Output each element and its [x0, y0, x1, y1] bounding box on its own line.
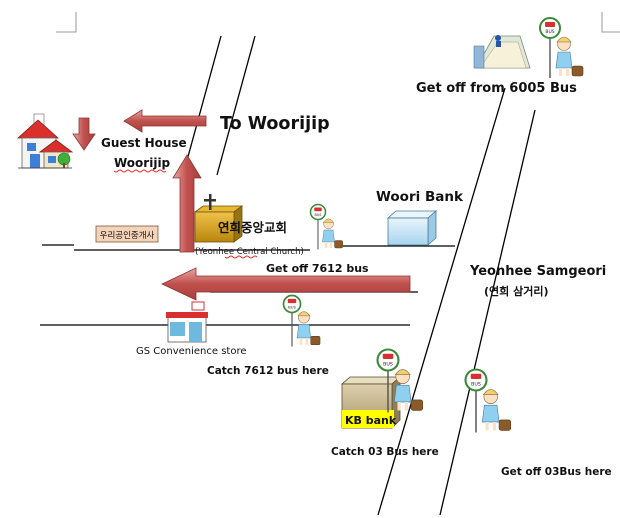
bus-sign-icon: [539, 17, 561, 39]
bus-sign-label: BUS: [383, 361, 393, 367]
road-diagonal-right-1: [377, 87, 506, 516]
house-icon: [16, 113, 74, 169]
corner-marks: [56, 12, 620, 33]
woori-bank-building: [386, 210, 438, 246]
bus-sign-label: BUS: [315, 213, 322, 217]
bus-sign-label: BUS: [545, 29, 554, 35]
label-guest-house: Guest House: [101, 136, 187, 150]
label-intersection-korean: (연희 삼거리): [484, 284, 548, 298]
label-gs-store: GS Convenience store: [136, 346, 247, 357]
realtor-sign-label: 우리공인중개사: [100, 230, 155, 241]
label-catch-03: Catch 03 Bus here: [331, 446, 439, 458]
label-intersection-english: Yeonhee Samgeori: [469, 264, 606, 279]
spell-underline-woorijip: [113, 169, 167, 173]
suitcase-icon: [571, 65, 584, 77]
bus-stop-03-catch: BUS: [376, 348, 423, 413]
suitcase-icon: [410, 399, 423, 411]
label-woori-bank: Woori Bank: [376, 189, 464, 205]
subway-station-icon: [473, 35, 531, 69]
arrow-up-from-church: [172, 154, 202, 253]
suitcase-icon: [334, 240, 343, 249]
gs-store-building: [166, 301, 208, 343]
label-get-off-7612: Get off 7612 bus: [266, 262, 369, 275]
kb-bank-building: [340, 376, 402, 429]
label-to-woorijip: To Woorijip: [220, 114, 330, 134]
bus-sign-label: BUS: [471, 381, 481, 387]
suitcase-icon: [310, 336, 321, 346]
bus-stop-7612-getoff: BUS: [309, 203, 343, 250]
label-kb-bank: KB bank: [345, 414, 397, 427]
road-diagonal-left-2: [216, 35, 256, 176]
arrow-to-woorijip: [123, 109, 207, 133]
church-cross-icon: [209, 194, 212, 210]
bus-stop-03-getoff: BUS: [464, 368, 511, 433]
bus-stop-6005: BUS: [539, 17, 584, 78]
arrow-left-7612: [161, 267, 411, 301]
realtor-sign: 우리공인중개사: [95, 225, 159, 243]
church-building: [193, 194, 244, 243]
spell-underline-church: [224, 255, 258, 259]
roads: [40, 35, 536, 516]
label-get-off-6005: Get off from 6005 Bus: [416, 81, 577, 96]
bus-sign-icon: [309, 203, 327, 221]
road-diagonal-left-1: [182, 35, 222, 176]
road-diagonal-right-2: [439, 109, 536, 516]
bus-sign-icon: [464, 368, 488, 392]
bus-stops: BUS BUS BUS BUS BUS: [282, 17, 584, 433]
label-church-english: (Yeonhee Central Church): [195, 247, 304, 257]
label-get-off-03: Get off 03Bus here: [501, 466, 612, 478]
label-woorijip: Woorijip: [114, 156, 171, 170]
bus-stop-7612-catch: BUS: [282, 294, 321, 347]
bus-sign-label: BUS: [288, 304, 296, 309]
bus-sign-icon: [376, 348, 400, 372]
suitcase-icon: [498, 419, 511, 431]
label-catch-7612: Catch 7612 bus here: [207, 365, 329, 377]
arrow-down-to-house: [72, 117, 96, 151]
label-church-korean: 연희중앙교회: [218, 220, 287, 235]
kb-highlight: [342, 410, 394, 428]
